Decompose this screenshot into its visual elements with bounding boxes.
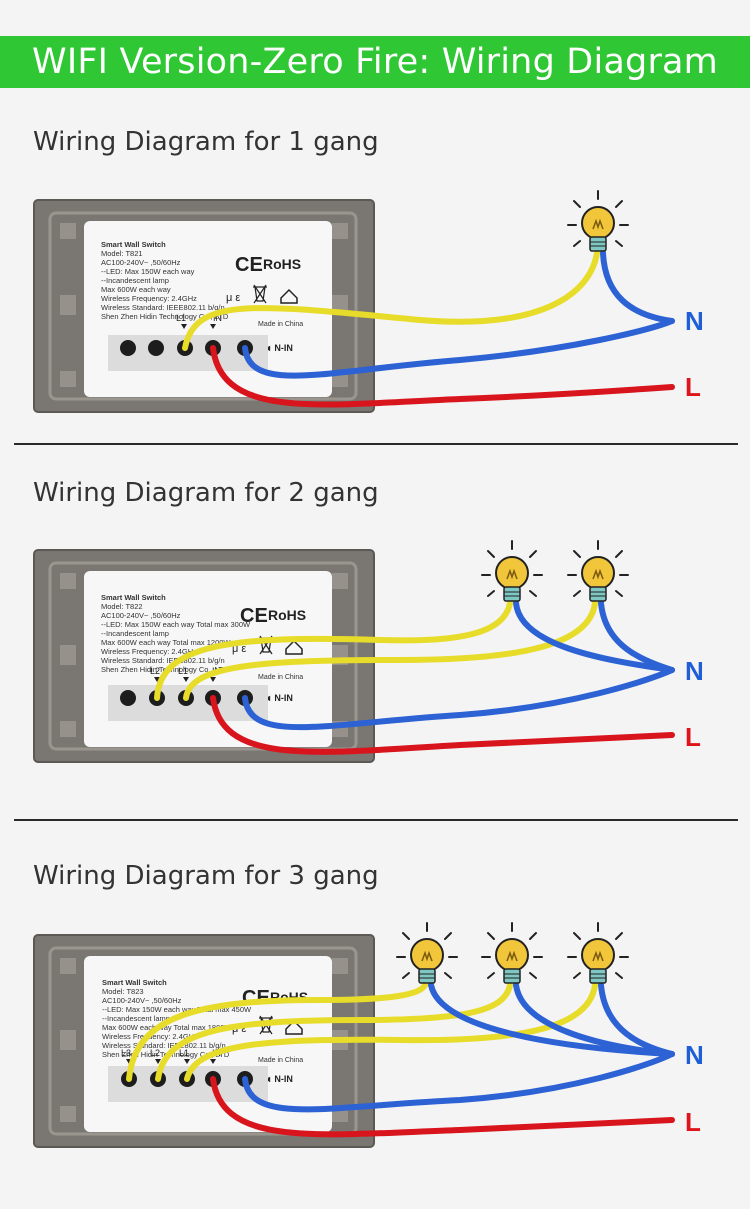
section-title-1-gang: Wiring Diagram for 1 gang xyxy=(33,127,379,157)
bulb-icon xyxy=(396,922,458,984)
bulb-icon xyxy=(567,190,629,252)
section-divider xyxy=(14,443,738,445)
section-title-2-gang: Wiring Diagram for 2 gang xyxy=(33,478,379,508)
plate-line: --Incandescent lamp xyxy=(101,276,169,285)
plate-line: --LED: Max 150W each way Total max 450W xyxy=(102,1005,252,1014)
section-title-3-gang: Wiring Diagram for 3 gang xyxy=(33,861,379,891)
neutral-wire xyxy=(242,667,675,731)
neutral-wire xyxy=(242,318,675,379)
live-label: L xyxy=(685,1107,701,1137)
svg-text:CE: CE xyxy=(235,254,263,276)
header-banner: WIFI Version-Zero Fire: Wiring Diagram xyxy=(0,36,750,88)
plate-line: Max 600W each way xyxy=(101,285,171,294)
plate-spec-text: Smart Wall Switch Model: T821 AC100-240V… xyxy=(101,240,229,321)
plate-line: AC100-240V~ ,50/60Hz xyxy=(101,258,181,267)
ce-rohs-logo: CE RoHS μ ε xyxy=(226,254,301,304)
neutral-wire xyxy=(428,982,675,1057)
terminal-label: L2 xyxy=(150,1048,160,1058)
svg-text:CE: CE xyxy=(240,605,268,627)
bulb-icon xyxy=(481,540,543,602)
live-wire xyxy=(210,345,675,408)
plate-line: Wireless Frequency: 2.4GHz xyxy=(101,647,197,656)
plate-line: --Incandescent lamp xyxy=(101,629,169,638)
load-wire xyxy=(182,250,600,351)
plate-line: Shen Zhen Hidin Technology Co., LTD xyxy=(101,312,229,321)
svg-text:RoHS: RoHS xyxy=(263,256,301,272)
plate-line: Wireless Standard: IEEE802.11 b/g/n xyxy=(102,1041,226,1050)
neutral-wire xyxy=(513,600,675,673)
plate-line: Smart Wall Switch xyxy=(102,978,167,987)
plate-line: --Incandescent lamp xyxy=(102,1014,170,1023)
live-label: L xyxy=(685,722,701,752)
diagram-2-gang: Smart Wall Switch Model: T822 AC100-240V… xyxy=(0,535,750,785)
page-title: WIFI Version-Zero Fire: Wiring Diagram xyxy=(32,42,718,82)
neutral-wire xyxy=(600,250,675,324)
terminal-label: L1 xyxy=(179,1048,189,1058)
plate-line: Model: T822 xyxy=(101,602,143,611)
neutral-wire xyxy=(513,982,675,1057)
terminal-label: IN xyxy=(213,313,222,323)
made-in-china: Made in China xyxy=(258,321,303,328)
plate-line: Wireless Standard: IEEE802.11 b/g/n xyxy=(101,656,225,665)
terminal-label: L2 xyxy=(150,666,160,676)
plate-line: Smart Wall Switch xyxy=(101,240,166,249)
terminal-label: L3 xyxy=(121,1048,131,1058)
neutral-label: N xyxy=(685,656,704,686)
terminal-label: L1 xyxy=(178,666,188,676)
diagram-3-gang: Smart Wall Switch Model: T823 AC100-240V… xyxy=(0,920,750,1170)
plate-line: AC100-240V~ ,50/60Hz xyxy=(102,996,182,1005)
load-wire xyxy=(126,982,428,1082)
plate-line: Max 600W each way Total max 1200W xyxy=(101,638,231,647)
diagram-1-gang: Smart Wall Switch Model: T821 AC100-240V… xyxy=(0,185,750,435)
neutral-wire xyxy=(242,1051,675,1113)
n-in-label: ◄ N-IN xyxy=(263,343,293,353)
load-wire xyxy=(154,600,513,701)
neutral-wire xyxy=(598,600,675,673)
neutral-wire xyxy=(598,982,675,1057)
svg-text:μ ε: μ ε xyxy=(226,292,240,304)
terminal-labels: L1 IN xyxy=(176,313,222,329)
n-in-label: ◄ N-IN xyxy=(263,693,293,703)
load-wire xyxy=(155,982,513,1082)
plate-line: Wireless Standard: IEEE802.11 b/g/n xyxy=(101,303,225,312)
plate-line: --LED: Max 150W each way Total max 300W xyxy=(101,620,251,629)
made-in-china: Made in China xyxy=(258,674,303,681)
live-wire xyxy=(210,695,675,755)
plate-line: Model: T821 xyxy=(101,249,143,258)
live-wire xyxy=(210,1076,675,1138)
made-in-china: Made in China xyxy=(258,1057,303,1064)
section-divider xyxy=(14,819,738,821)
svg-text:RoHS: RoHS xyxy=(268,607,306,623)
plate-line: --LED: Max 150W each way xyxy=(101,267,195,276)
plate-line: Model: T823 xyxy=(102,987,144,996)
bulb-icon xyxy=(567,540,629,602)
neutral-label: N xyxy=(685,306,704,336)
bulb-icon xyxy=(481,922,543,984)
n-in-label: ◄ N-IN xyxy=(263,1074,293,1084)
terminal-label: L1 xyxy=(176,313,186,323)
plate-line: Wireless Frequency: 2.4GHz xyxy=(101,294,197,303)
bulb-icon xyxy=(567,922,629,984)
load-wire xyxy=(184,982,598,1082)
plate-line: Smart Wall Switch xyxy=(101,593,166,602)
plate-line: Max 600W each way Total max 1800W xyxy=(102,1023,232,1032)
neutral-label: N xyxy=(685,1040,704,1070)
plate-line: AC100-240V~ ,50/60Hz xyxy=(101,611,181,620)
live-label: L xyxy=(685,372,701,402)
load-wire xyxy=(183,600,598,701)
